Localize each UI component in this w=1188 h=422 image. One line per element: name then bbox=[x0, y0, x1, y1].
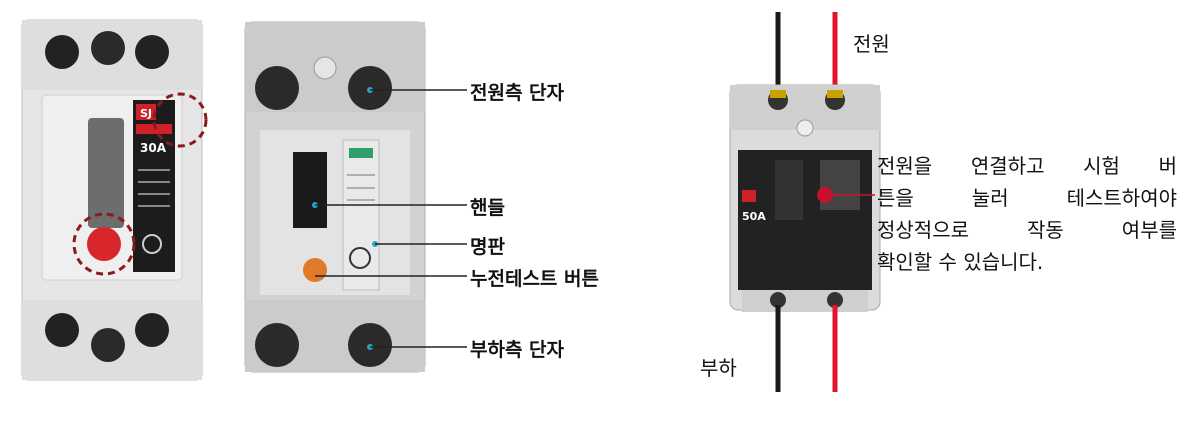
description-text: 전원을 연결하고 시험 버 튼을 눌러 테스트하여야 정상적으로 작동 여부를 … bbox=[877, 150, 1177, 278]
rating-left: 30A bbox=[140, 141, 167, 155]
description-line: 튼을 눌러 테스트하여야 bbox=[877, 182, 1177, 214]
terminal-screw-icon bbox=[45, 35, 79, 69]
test-button-icon bbox=[87, 227, 121, 261]
label-power-terminal: 전원측 단자 bbox=[470, 78, 564, 105]
label-handle: 핸들 bbox=[470, 193, 505, 220]
brand-badge-left: SJ bbox=[140, 107, 152, 120]
label-power: 전원 bbox=[853, 28, 890, 57]
breaker-photo-front: SJ 30A bbox=[0, 0, 215, 390]
description-line: 정상적으로 작동 여부를 bbox=[877, 214, 1177, 246]
label-nameplate: 명판 bbox=[470, 232, 505, 259]
label-load-terminal: 부하측 단자 bbox=[470, 335, 564, 362]
description-line: 확인할 수 있습니다. bbox=[877, 246, 1177, 278]
description-line: 전원을 연결하고 시험 버 bbox=[877, 150, 1177, 182]
label-load: 부하 bbox=[700, 352, 737, 381]
breaker-photo-annotated bbox=[215, 0, 665, 390]
rating-right: 50A bbox=[742, 210, 766, 223]
handle-icon bbox=[88, 118, 124, 228]
label-test-button: 누전테스트 버튼 bbox=[470, 264, 599, 291]
